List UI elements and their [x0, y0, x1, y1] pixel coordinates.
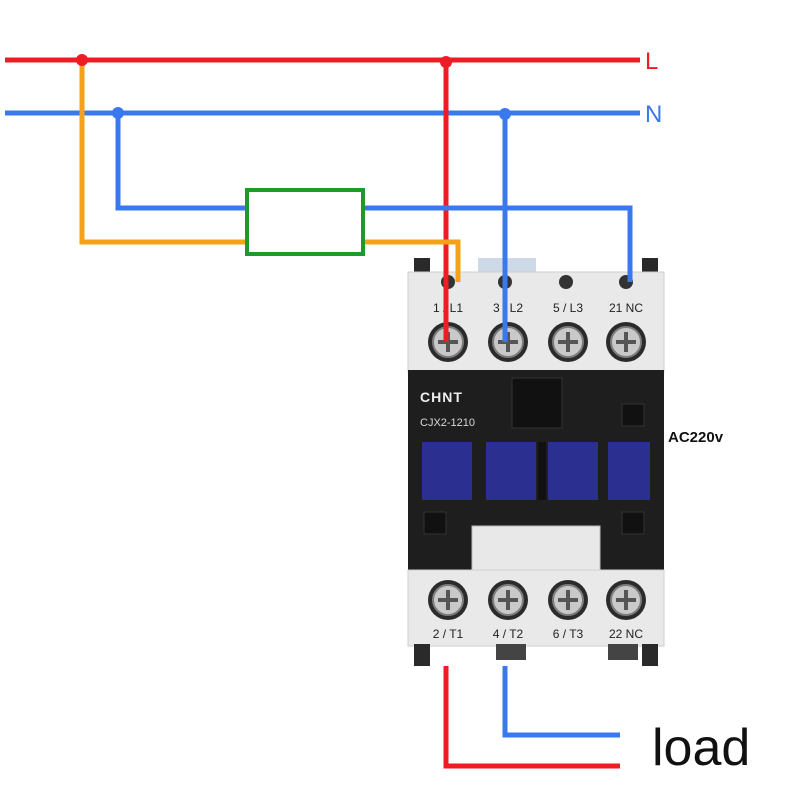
- load-wire-blue: [502, 666, 620, 738]
- terminal-label-bottom-3: 6 / T3: [553, 627, 584, 641]
- screw-22nc: [606, 580, 646, 620]
- terminal-label-top-4: 21 NC: [609, 301, 643, 315]
- contact-window-3: [548, 442, 598, 500]
- label-plate: [471, 525, 601, 573]
- terminal-label-bottom-2: 4 / T2: [493, 627, 524, 641]
- live-junction-2: [440, 56, 452, 68]
- screw-l2: [488, 322, 528, 362]
- contact-window-4: [608, 442, 650, 500]
- contactor: CHNT CJX2-1210: [407, 258, 665, 666]
- screw-21nc: [606, 322, 646, 362]
- terminal-label-bottom-1: 2 / T1: [433, 627, 464, 641]
- screw-t2: [488, 580, 528, 620]
- control-neutral-wire: [115, 113, 633, 282]
- neutral-line-label: N: [645, 101, 662, 128]
- neutral-junction-2: [499, 108, 511, 120]
- coil-voltage-label: AC220v: [668, 429, 724, 446]
- control-switch-box: [245, 188, 365, 256]
- brand-label: CHNT: [420, 389, 463, 405]
- neutral-junction-1: [112, 107, 124, 119]
- screw-t1: [428, 580, 468, 620]
- model-label: CJX2-1210: [420, 417, 475, 429]
- live-junction-1: [76, 54, 88, 66]
- contact-window-1: [422, 442, 472, 500]
- load-label: load: [652, 719, 750, 777]
- terminal-label-bottom-4: 22 NC: [609, 627, 643, 641]
- terminal-label-top-3: 5 / L3: [553, 301, 583, 315]
- live-line-label: L: [645, 48, 658, 75]
- screw-t3: [548, 580, 588, 620]
- bottom-screws: [428, 580, 646, 620]
- terminal-label-top-2: 3 / L2: [493, 301, 523, 315]
- screw-l3: [548, 322, 588, 362]
- contact-window-2: [486, 442, 536, 500]
- load-wire-red: [443, 666, 620, 769]
